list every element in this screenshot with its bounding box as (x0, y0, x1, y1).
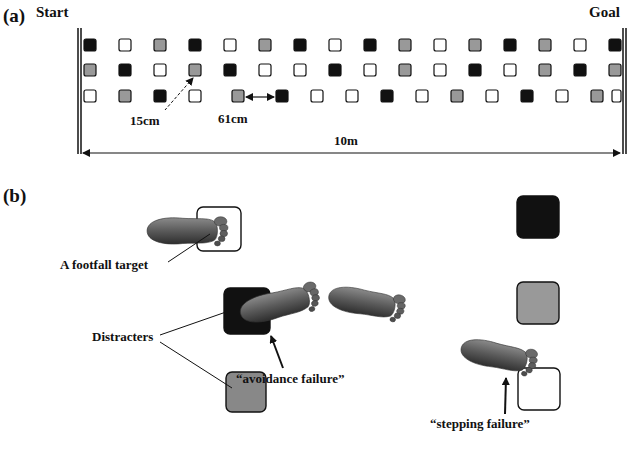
callout-label: “stepping failure” (430, 417, 530, 431)
callout-label: Distracters (92, 330, 153, 344)
panel-label: (a) (3, 6, 25, 27)
goal-label: Goal (589, 4, 620, 21)
start-label: Start (36, 4, 69, 21)
panel-label: (b) (3, 186, 26, 207)
dimension-label: 15cm (130, 114, 160, 128)
dimension-label: 10m (334, 134, 358, 148)
dimension-label: 61cm (218, 112, 248, 126)
callout-label: A footfall target (60, 258, 148, 272)
callout-label: “avoidance failure” (236, 372, 344, 386)
